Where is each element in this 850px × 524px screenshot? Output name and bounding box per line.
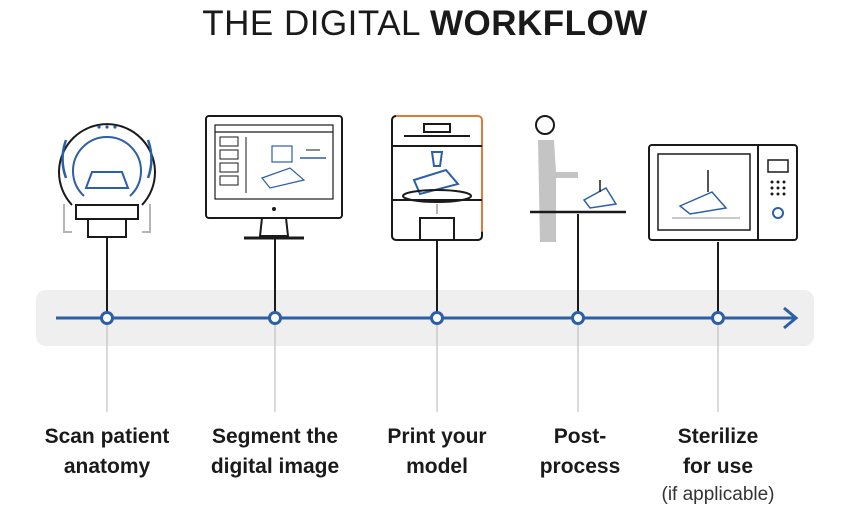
step-label-scan: Scan patient anatomy [45, 422, 170, 482]
icon-connectors [106, 214, 719, 312]
step-label-sterilize: Sterilize for use (if applicable) [662, 422, 775, 508]
step-label-line2: digital image [210, 455, 340, 478]
timeline-arrowhead-icon [783, 306, 799, 330]
label-connectors [106, 324, 719, 412]
step-label-postprocess: Post- process [540, 422, 621, 482]
node-sterilize [711, 311, 725, 325]
step-label-print: Print your model [387, 422, 486, 482]
node-print [430, 311, 444, 325]
page-title: THE DIGITAL WORKFLOW [0, 4, 850, 44]
node-scan [100, 311, 114, 325]
step-label-line1: Segment the [211, 425, 339, 448]
title-light: THE DIGITAL [202, 4, 420, 43]
timeline-nodes [100, 311, 725, 325]
step-label-line1: Scan patient [44, 425, 170, 448]
computer-monitor-icon [205, 115, 343, 240]
ct-scanner-icon [58, 123, 156, 238]
3d-printer-icon [391, 115, 483, 241]
autoclave-icon [648, 144, 798, 241]
step-label-note: (if applicable) [661, 484, 775, 505]
title-bold: WORKFLOW [429, 4, 648, 43]
step-label-line1: Sterilize [677, 425, 759, 448]
workbench-person-icon [530, 115, 626, 242]
step-label-line1: Post- [553, 425, 607, 448]
step-label-line1: Print your [387, 425, 487, 448]
step-label-segment: Segment the digital image [211, 422, 339, 482]
step-label-line2: anatomy [63, 455, 151, 478]
node-postprocess [571, 311, 585, 325]
step-label-line2: process [539, 455, 621, 478]
step-label-line2: model [406, 455, 468, 478]
step-label-line2: for use [682, 455, 753, 478]
node-segment [268, 311, 282, 325]
